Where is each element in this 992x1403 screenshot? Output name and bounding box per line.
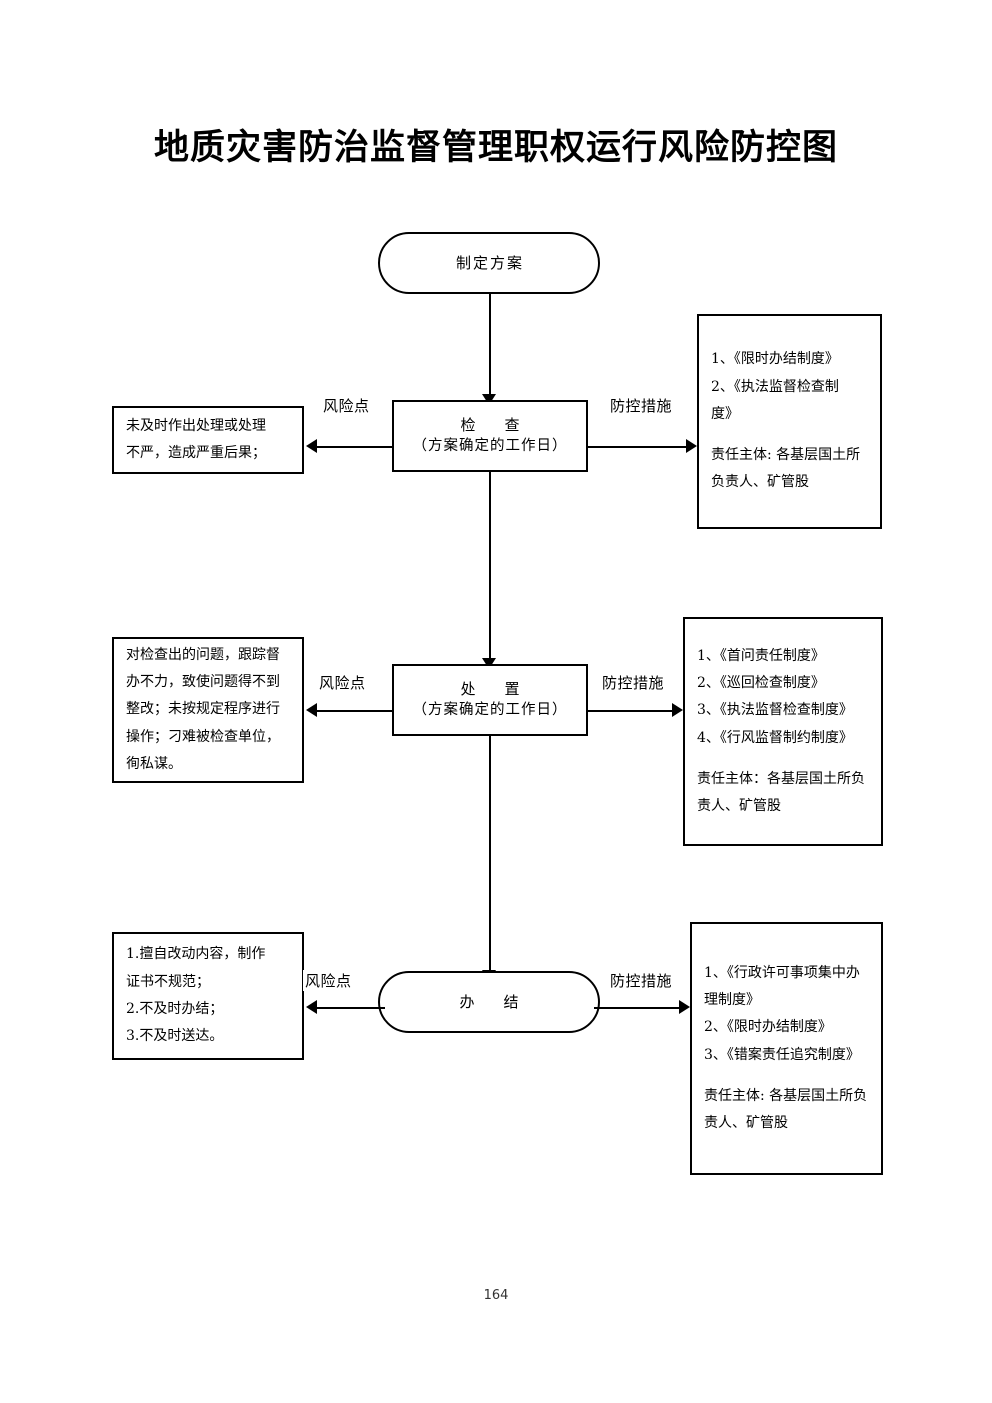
arrowhead-close-to-measure (679, 1000, 690, 1014)
measure-item: 2、《巡回检查制度》 (697, 674, 825, 691)
arrowhead-plan-to-inspect (482, 394, 496, 405)
edge-label-risk-close: 风险点 (303, 970, 354, 991)
risk-box-close: 1.擅自改动内容，制作 证书不规范； 2.不及时办结； 3.不及时送达。 (112, 932, 304, 1060)
flow-node-dispose-label: 处 置 (460, 679, 527, 698)
responsibility-line: 负责人、矿管股 (711, 474, 809, 491)
measure-item: 3、《执法监督检查制度》 (697, 702, 853, 719)
risk-box-inspect: 未及时作出处理或处理 不严，造成严重后果； (112, 406, 304, 474)
flow-node-plan[interactable]: 制定方案 (378, 232, 600, 294)
risk-line: 未及时作出处理或处理 (126, 417, 266, 434)
measure-item: 1、《首问责任制度》 (697, 647, 825, 664)
responsibility-line: 责人、矿管股 (704, 1115, 788, 1132)
risk-line: 办不力，致使问题得不到 (126, 674, 280, 691)
connector-inspect-to-measure (588, 446, 686, 448)
arrowhead-dispose-to-measure (672, 703, 683, 717)
connector-close-to-measure (594, 1007, 679, 1009)
arrowhead-dispose-to-risk (306, 703, 317, 717)
page-title: 地质灾害防治监督管理职权运行风险防控图 (153, 127, 838, 168)
measure-item: 3、《错案责任追究制度》 (704, 1046, 860, 1063)
flow-node-inspect[interactable]: 检 查 （方案确定的工作日） (392, 400, 588, 472)
risk-line: 2.不及时办结； (126, 1001, 224, 1017)
measure-item: 2、《执法监督检查制 (711, 378, 839, 395)
flow-node-close-label: 办 结 (459, 992, 526, 1011)
edge-label-measure-inspect: 防控措施 (608, 395, 675, 416)
measure-item: 理制度》 (704, 991, 760, 1008)
risk-line: 不严，造成严重后果； (126, 445, 266, 461)
responsibility-line: 责任主体：各基层国土所负 (697, 770, 865, 787)
connector-dispose-to-close (489, 736, 491, 976)
risk-line: 对检查出的问题，跟踪督 (126, 646, 280, 663)
risk-line: 整改；未按规定程序进行 (126, 701, 280, 718)
edge-label-measure-dispose: 防控措施 (600, 672, 667, 693)
arrowhead-inspect-to-risk (306, 439, 317, 453)
flow-node-dispose-sublabel: （方案确定的工作日） (412, 702, 568, 719)
measure-item: 4、《行风监督制约制度》 (697, 729, 853, 746)
measure-item: 1、《行政许可事项集中办 (704, 964, 860, 981)
measure-item: 2、《限时办结制度》 (704, 1019, 832, 1036)
flow-node-dispose[interactable]: 处 置 （方案确定的工作日） (392, 664, 588, 736)
flow-node-close[interactable]: 办 结 (378, 971, 600, 1033)
edge-label-risk-inspect: 风险点 (321, 395, 372, 416)
edge-label-measure-close: 防控措施 (608, 970, 675, 991)
risk-line: 操作；刁难被检查单位， (126, 728, 280, 745)
measure-box-close: 1、《行政许可事项集中办 理制度》 2、《限时办结制度》 3、《错案责任追究制度… (690, 922, 883, 1175)
responsibility-line: 责人、矿管股 (697, 798, 781, 815)
connector-inspect-to-dispose (489, 472, 491, 664)
edge-label-risk-dispose: 风险点 (317, 672, 368, 693)
flow-node-plan-label: 制定方案 (455, 253, 524, 272)
measure-spacer (711, 428, 868, 442)
connector-plan-to-inspect (489, 294, 491, 400)
flow-node-inspect-sublabel: （方案确定的工作日） (412, 438, 568, 455)
flow-node-inspect-label: 检 查 (460, 415, 527, 434)
measure-item: 度》 (711, 405, 739, 422)
risk-line: 证书不规范； (126, 973, 210, 990)
measure-spacer (697, 752, 869, 766)
measure-box-dispose: 1、《首问责任制度》 2、《巡回检查制度》 3、《执法监督检查制度》 4、《行风… (683, 617, 883, 846)
measure-spacer (704, 1069, 869, 1083)
risk-line: 1.擅自改动内容，制作 (126, 946, 266, 963)
risk-line: 3.不及时送达。 (126, 1028, 224, 1045)
page-number: 164 (483, 1288, 509, 1303)
connector-dispose-to-risk (317, 710, 392, 712)
arrowhead-close-to-risk (306, 1000, 317, 1014)
risk-box-dispose: 对检查出的问题，跟踪督 办不力，致使问题得不到 整改；未按规定程序进行 操作；刁… (112, 637, 304, 783)
arrowhead-inspect-to-measure (686, 439, 697, 453)
connector-close-to-risk (317, 1007, 385, 1009)
responsibility-line: 责任主体: 各基层国土所负 (704, 1087, 868, 1104)
responsibility-line: 责任主体: 各基层国土所 (711, 447, 861, 464)
measure-box-inspect: 1、《限时办结制度》 2、《执法监督检查制 度》 责任主体: 各基层国土所 负责… (697, 314, 882, 529)
arrowhead-inspect-to-dispose (482, 658, 496, 669)
connector-dispose-to-measure (588, 710, 672, 712)
connector-inspect-to-risk (317, 446, 392, 448)
measure-item: 1、《限时办结制度》 (711, 351, 839, 368)
risk-line: 徇私谋。 (126, 755, 182, 772)
